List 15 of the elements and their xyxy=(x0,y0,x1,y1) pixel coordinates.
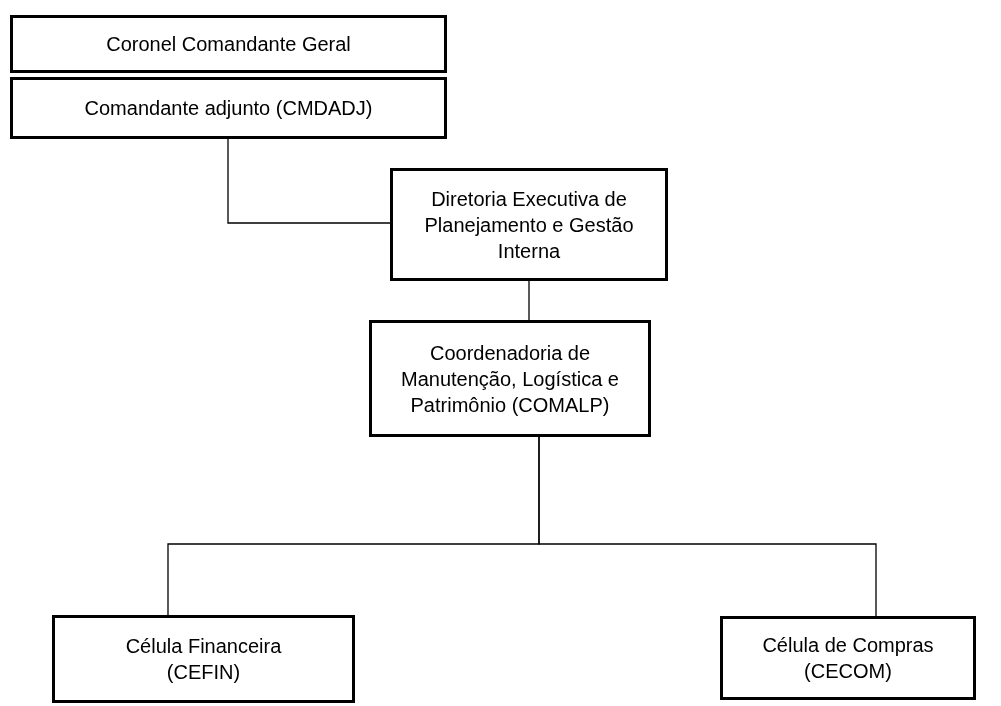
connector-line xyxy=(538,436,877,617)
org-box xyxy=(10,15,447,73)
box-label: Comandante adjunto (CMDADJ) xyxy=(84,96,373,121)
org-box xyxy=(390,168,668,281)
connector-line xyxy=(227,138,391,224)
org-box xyxy=(10,77,447,139)
connector-line xyxy=(528,280,530,321)
box-label: Coordenadoria de Manutenção, Logística e Patrimônio (COMALP) xyxy=(400,340,620,418)
box-label: Coronel Comandante Geral xyxy=(106,32,351,57)
org-box xyxy=(52,615,355,703)
box-label: Diretoria Executiva de Planejamento e Gestão Interna xyxy=(423,186,635,264)
box-label: Célula Financeira (CEFIN) xyxy=(124,634,283,685)
box-label: Célula de Compras (CECOM) xyxy=(761,633,935,684)
org-box xyxy=(720,616,976,700)
org-box xyxy=(369,320,651,437)
